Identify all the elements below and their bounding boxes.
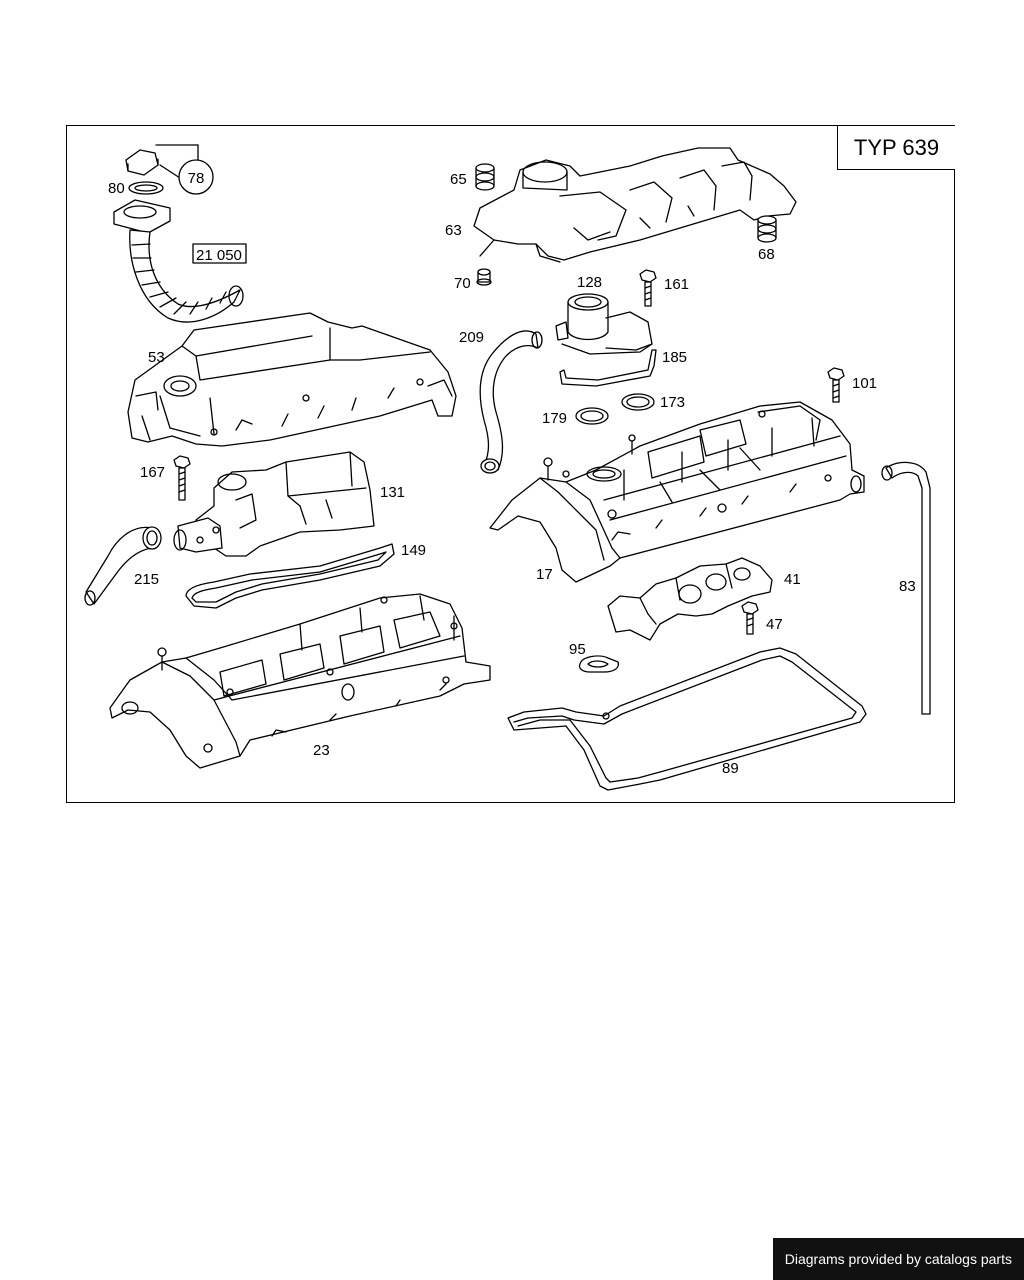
part-41-baffle [608,558,772,640]
label-41: 41 [784,571,801,588]
part-68-grommet [758,216,776,242]
part-128-oil-separator [556,294,652,354]
label-80: 80 [108,180,125,197]
part-70-grommet [477,269,491,285]
label-53: 53 [148,349,165,366]
part-89-cover-gasket [508,648,866,790]
label-70: 70 [454,275,471,292]
label-17: 17 [536,566,553,583]
part-47-bolt [742,602,758,634]
label-179: 179 [542,410,567,427]
engine-type-label: TYP 639 [837,126,955,170]
label-185: 185 [662,349,687,366]
part-number-labels: 78 80 21 050 53 65 63 68 70 128 161 209 … [108,170,916,777]
footer-credit-text: Diagrams provided by catalogs parts [784,1251,1012,1267]
part-17-cylinder-head-cover [490,402,864,582]
part-209-breather-hose [480,331,542,473]
part-63-upper-cover [474,148,796,262]
label-161: 161 [664,276,689,293]
label-68: 68 [758,246,775,263]
label-63: 63 [445,222,462,239]
callout-21050-box [192,243,247,264]
part-101-bolt [828,368,844,402]
label-167: 167 [140,464,165,481]
part-167-bolt [174,456,190,500]
part-23-cylinder-head-cover [110,594,490,768]
part-80-filler-cap [126,145,198,194]
label-23: 23 [313,742,330,759]
part-179-o-ring [576,408,608,424]
label-131: 131 [380,484,405,501]
label-215: 215 [134,571,159,588]
part-149-gasket [186,544,394,608]
label-89: 89 [722,760,739,777]
part-83-vent-hose [882,462,930,714]
part-21050-filler-hose [114,200,243,322]
part-185-spring-clip [560,350,656,386]
label-101: 101 [852,375,877,392]
label-149: 149 [401,542,426,559]
label-78: 78 [188,170,205,187]
part-131-separator-housing [174,452,374,556]
callout-78-circle [178,159,214,195]
part-95-gasket [579,656,618,672]
part-215-hose [85,527,161,605]
label-83: 83 [899,578,916,595]
label-128: 128 [577,274,602,291]
part-65-grommet [476,164,494,190]
part-53-engine-cover [128,313,456,446]
label-209: 209 [459,329,484,346]
label-65: 65 [450,171,467,188]
label-21050: 21 050 [196,247,242,264]
footer-credit-banner: Diagrams provided by catalogs parts [772,1238,1024,1280]
label-173: 173 [660,394,685,411]
part-161-bolt [640,270,656,306]
label-95: 95 [569,641,586,658]
label-47: 47 [766,616,783,633]
part-173-o-ring [622,394,654,410]
